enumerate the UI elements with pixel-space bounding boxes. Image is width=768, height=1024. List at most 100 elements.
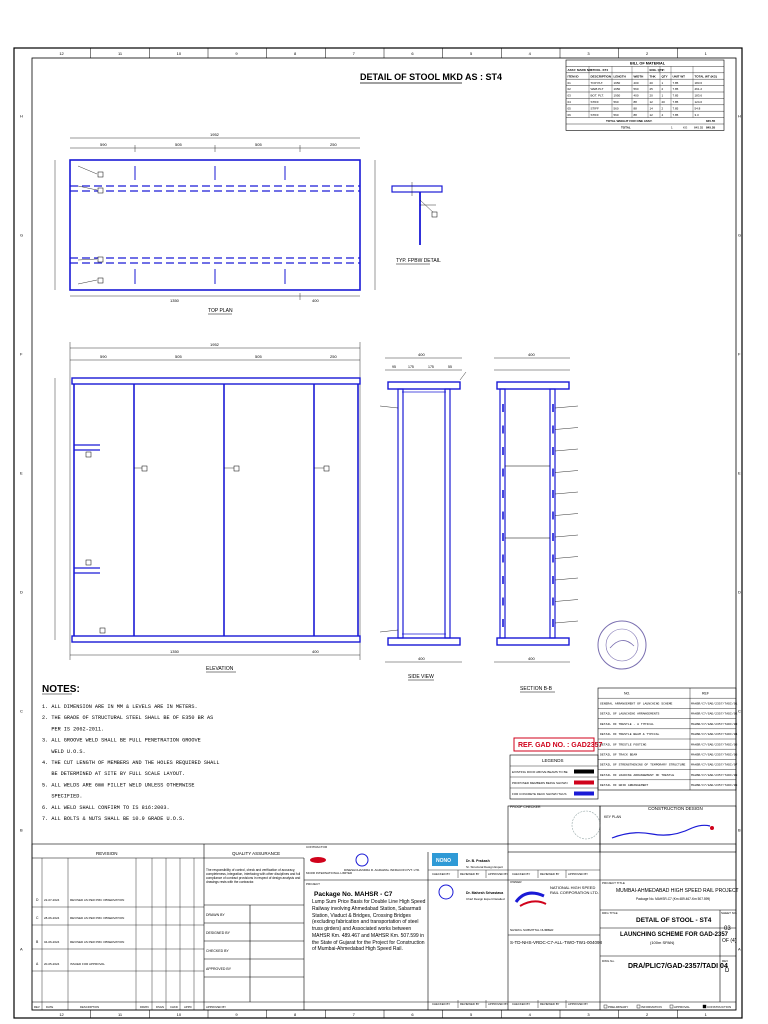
status-checkbox <box>636 1004 641 1009</box>
drawing-title-line-3: (100m SPAN) <box>650 940 675 945</box>
bom-title: BILL OF MATERIAL <box>630 62 666 66</box>
dim-seg-2: 505 <box>175 142 182 147</box>
bom-cell: 1950 <box>614 94 621 98</box>
section-dim-400-bottom: 400 <box>528 656 535 661</box>
sign-column-label: CHECKED BY <box>432 1002 450 1006</box>
bom-header-cell: STOOL -ST4 <box>591 68 609 72</box>
ref-title: DETAIL OF LAUNCHING ARRANGEMENTS <box>600 712 660 716</box>
grid-number-bottom: 12 <box>59 1012 64 1017</box>
drawing-title-line-1: DETAIL OF STOOL - ST4 <box>636 917 712 924</box>
ref-number: MAHSR/C7/GAD/2357/TADI/02 <box>691 712 738 716</box>
grid-number-bottom: 8 <box>294 1012 297 1017</box>
dim-overall-plan: 1952 <box>210 132 220 137</box>
bom-cell: 04 <box>568 100 572 104</box>
legend-swatch <box>574 769 594 774</box>
bom-header-cell: WIDTH <box>634 74 644 78</box>
bom-total-label: TOTAL WEIGHT FOR ONE ASSY. <box>606 119 653 123</box>
bom-cell: 06 <box>568 113 572 117</box>
bom-header-cell: THK <box>650 74 657 78</box>
bom-cell: 20 <box>650 81 654 85</box>
ref-number: MAHSR/C7/GAD/2357/TADI/09 <box>691 783 738 787</box>
ref-header-no: NO. <box>624 692 630 696</box>
dim-overall-elev: 1952 <box>210 342 220 347</box>
grid-number-bottom: 2 <box>646 1012 649 1017</box>
grid-letter-left: B <box>20 828 23 833</box>
ref-title: DETAIL OF TRACK BEAM <box>600 753 637 757</box>
grid-letter-right: G <box>738 233 741 238</box>
sign-column-label: APPROVED BY <box>568 1002 588 1006</box>
status-label: CONSTRUCTION <box>707 1005 731 1009</box>
revision-rev: C <box>36 916 39 920</box>
revision-footer-cell: DESCRIPTION <box>80 1005 99 1009</box>
ref-title: DETAIL OF TRESTLE FOOTING <box>600 742 647 746</box>
dim-elev-seg-4: 250 <box>330 354 337 359</box>
bom-cell: 7.85 <box>673 100 679 104</box>
dim-seg-3: 505 <box>255 142 262 147</box>
note-line: 1. ALL DIMENSION ARE IN MM & LEVELS ARE … <box>42 704 198 710</box>
bom-cell: 400 <box>634 94 639 98</box>
bom-cell: 7.85 <box>673 113 679 117</box>
sign-column-label: REVIEWED BY <box>460 1002 480 1006</box>
revision-rev: B <box>36 940 39 944</box>
elevation-view: 1952 590 505 505 250 1350 400 ELEVATION <box>54 342 361 673</box>
side-dim-400: 400 <box>418 352 425 357</box>
ref-number: MAHSR/C7/GAD/2357/TADI/01 <box>691 702 738 706</box>
qa-role-approved: APPROVED BY <box>206 967 232 971</box>
dim-seg-1: 590 <box>100 142 107 147</box>
note-line: 5. ALL WELDS ARE 6mm FILLET WELD UNLESS … <box>42 782 195 788</box>
sign-column-label: CHECKED BY <box>512 1002 530 1006</box>
bom-cell: 25 <box>650 87 654 91</box>
grid-letter-left: G <box>20 233 23 238</box>
bom-cell: 4 <box>662 113 664 117</box>
grid-letter-left: C <box>20 709 23 714</box>
bom-cell: 12 <box>650 100 654 104</box>
bom-cell: 7.85 <box>673 94 679 98</box>
bom-cell: STIFF <box>591 106 599 110</box>
grid-number-bottom: 11 <box>118 1012 123 1017</box>
bom-cell: 560 <box>614 113 619 117</box>
bom-cell: BOT. PLT. <box>591 94 604 98</box>
owner-name: NATIONAL HIGH SPEED RAIL CORPORATION LTD… <box>550 886 599 895</box>
note-line: BE DETERMINED AT SITE BY FULL SCALE LAYO… <box>42 771 185 777</box>
ref-number: MAHSR/C7/GAD/2357/TADI/08 <box>691 773 738 777</box>
grid-letter-left: E <box>20 471 23 476</box>
drawing-title-line-2: LAUNCHING SCHEME FOR GAD-2357 <box>620 932 729 938</box>
contractor-logo-icon <box>310 853 369 867</box>
revision-footer-cell: APPD <box>184 1005 192 1009</box>
ref-number: MAHSR/C7/GAD/2357/TADI/04 <box>691 732 738 736</box>
submittal-label: NHSRCL SUBMITTAL NUMBER <box>510 928 554 932</box>
bom-cell: 400 <box>634 81 639 85</box>
approval-stamp <box>597 620 647 670</box>
note-line: 6. ALL WELD SHALL CONFIRM TO IS 816:2003… <box>42 805 170 811</box>
consultant-role-1: Sr. Structural Design Expert <box>466 865 503 869</box>
ref-number: MAHSR/C7/GAD/2357/TADI/05 <box>691 742 738 746</box>
bom-cell: 14 <box>650 106 654 110</box>
owner-label: OWNER <box>510 880 522 884</box>
elev-bottom-flange <box>71 635 361 643</box>
side-web-left <box>397 388 404 639</box>
dim-bottom-right: 400 <box>312 298 319 303</box>
qa-role-drawn: DRAWN BY <box>206 913 225 917</box>
package-line: Package No. MAHSR-C7 (Km 489.467-Km 507.… <box>636 897 710 901</box>
grid-number-bottom: 10 <box>177 1012 182 1017</box>
top-plan-label: TOP PLAN <box>208 308 233 314</box>
status-label: APPROVAL <box>674 1005 690 1009</box>
grid-letter-right: A <box>738 947 741 952</box>
sign-column-label: REVIEWED BY <box>460 872 480 876</box>
elevation-label: ELEVATION <box>206 666 234 672</box>
sign-column-label: APPROVED BY <box>488 872 508 876</box>
qa-role-checked: CHECKED BY <box>206 949 229 953</box>
revision-date: 28-06-2024 <box>44 916 60 920</box>
bom-grand-total: 845.55 <box>706 126 716 130</box>
bom-cell: 183.6 <box>695 94 703 98</box>
dim-elev-seg-3: 505 <box>255 354 262 359</box>
nono-logo <box>432 853 458 866</box>
grid-number-top: 7 <box>353 51 356 56</box>
side-top-flange <box>387 381 461 390</box>
status-checkbox <box>702 1004 707 1009</box>
ref-number: MAHSR/C7/GAD/2357/TADI/07 <box>691 763 738 767</box>
grid-number-bottom: 3 <box>587 1012 590 1017</box>
bom-cell: 1950 <box>614 81 621 85</box>
bom-cell: 01 <box>568 81 572 85</box>
